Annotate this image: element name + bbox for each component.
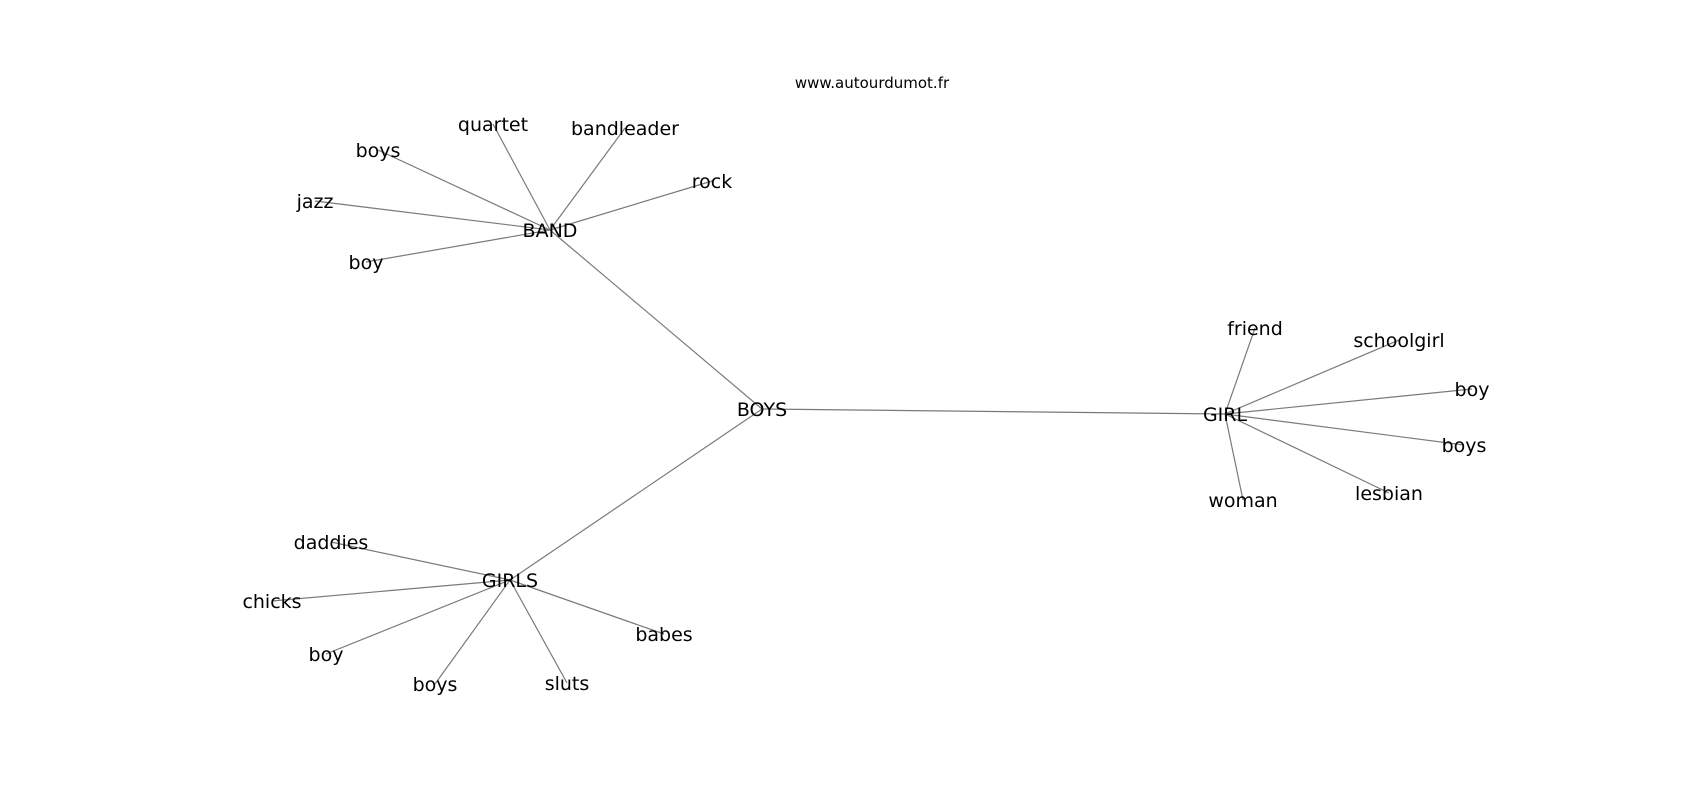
edge-band-band_jazz — [314, 200, 551, 231]
edge-girl-girl_woman — [1224, 413, 1244, 501]
node-label-girl-schoolgirl: schoolgirl — [1353, 330, 1444, 352]
edge-girls-girls_boy — [325, 579, 511, 655]
edge-girl-girl_lesbian — [1224, 413, 1390, 494]
source-label: www.autourdumot.fr — [795, 74, 950, 92]
edge-band-band_boys — [377, 149, 551, 231]
node-label-girls-sluts: sluts — [545, 673, 590, 695]
edge-band-band_rock — [549, 180, 713, 231]
edge-boys_center-girls — [509, 408, 763, 581]
node-label-girl-boys: boys — [1442, 435, 1487, 457]
edge-boys_center-band — [549, 229, 763, 410]
node-label-girl-friend: friend — [1227, 318, 1283, 340]
node-label-band-quartet: quartet — [458, 114, 528, 136]
node-label-girls: GIRLS — [482, 570, 538, 592]
edge-boys_center-girl — [761, 408, 1226, 415]
edge-girl-girl_friend — [1224, 327, 1256, 415]
edge-girl-girl_schoolgirl — [1224, 339, 1400, 415]
node-label-band-boys: boys — [356, 140, 401, 162]
labels-layer: BOYS BAND GIRLS GIRL boys quartet bandleader ro… — [242, 114, 1489, 696]
node-label-band: BAND — [523, 220, 578, 242]
edge-girls-girls_boys — [434, 579, 511, 685]
edge-band-band_quartet — [492, 123, 551, 231]
node-label-band-rock: rock — [692, 171, 732, 193]
node-label-girls-babes: babes — [635, 624, 692, 646]
edge-girls-girls_babes — [509, 579, 665, 635]
edge-girl-girl_boy — [1224, 388, 1473, 415]
node-label-girl: GIRL — [1203, 404, 1248, 426]
node-label-band-bandleader: bandleader — [571, 118, 679, 140]
node-label-girls-chicks: chicks — [242, 591, 301, 613]
edge-girl-girl_boys — [1224, 413, 1465, 446]
node-label-boys-center: BOYS — [737, 399, 787, 421]
node-label-band-jazz: jazz — [296, 191, 334, 213]
node-label-band-boy: boy — [349, 252, 384, 274]
edge-girls-girls_sluts — [509, 579, 568, 684]
node-label-girl-woman: woman — [1208, 490, 1277, 512]
node-label-girl-lesbian: lesbian — [1355, 483, 1423, 505]
node-label-girls-boys: boys — [413, 674, 458, 696]
node-label-girls-boy: boy — [309, 644, 344, 666]
node-label-girl-boy: boy — [1455, 379, 1490, 401]
edge-band-band_boy — [365, 229, 551, 263]
edge-girls-girls_chicks — [271, 579, 511, 602]
edge-girls-girls_daddies — [330, 541, 511, 581]
edge-band-band_bandleader — [549, 127, 626, 231]
node-label-girls-daddies: daddies — [294, 532, 369, 554]
edges-layer — [271, 123, 1473, 685]
